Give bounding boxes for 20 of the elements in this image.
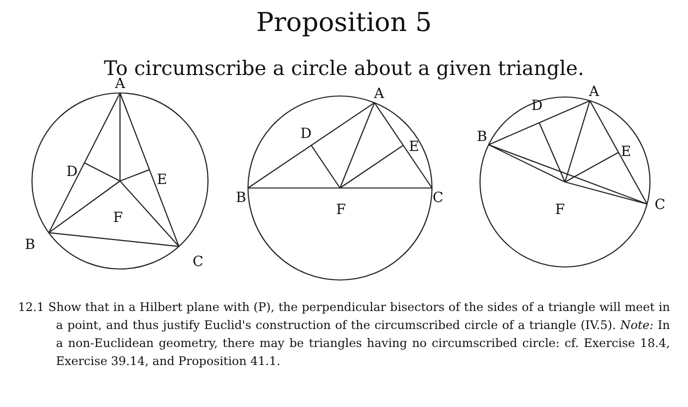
point-label: F xyxy=(113,211,123,225)
point-label: B xyxy=(476,130,488,144)
point-label: F xyxy=(555,203,565,217)
point-label: E xyxy=(156,173,168,187)
point-label: D xyxy=(531,99,543,113)
point-label: A xyxy=(374,87,384,101)
point-label: B xyxy=(236,191,246,205)
title: Proposition 5 xyxy=(255,8,433,38)
point-label: F xyxy=(336,203,346,217)
point-label: D xyxy=(66,165,78,179)
exercise-text: 12.1 Show that in a Hilbert plane with (P), the perpendicular bisectors of the sides of a triangle will meet in a point, and thus justify Euclid's construction of the circumscribed circle of a triangle (IV.5). Note: In a non-Euclidean geometry, there may be triangles having no circumscribed circle: cf. Exercise 18.4, Exercise 39.14, and Proposition 41.1. xyxy=(18,299,670,370)
point-label: C xyxy=(192,255,204,269)
point-label: A xyxy=(114,77,126,91)
point-label: D xyxy=(300,127,312,141)
point-label: C xyxy=(654,198,666,212)
point-label: B xyxy=(24,238,36,252)
point-label: E xyxy=(620,145,632,159)
point-label: C xyxy=(432,191,444,205)
point-label: E xyxy=(408,140,420,154)
point-label: A xyxy=(588,85,600,99)
